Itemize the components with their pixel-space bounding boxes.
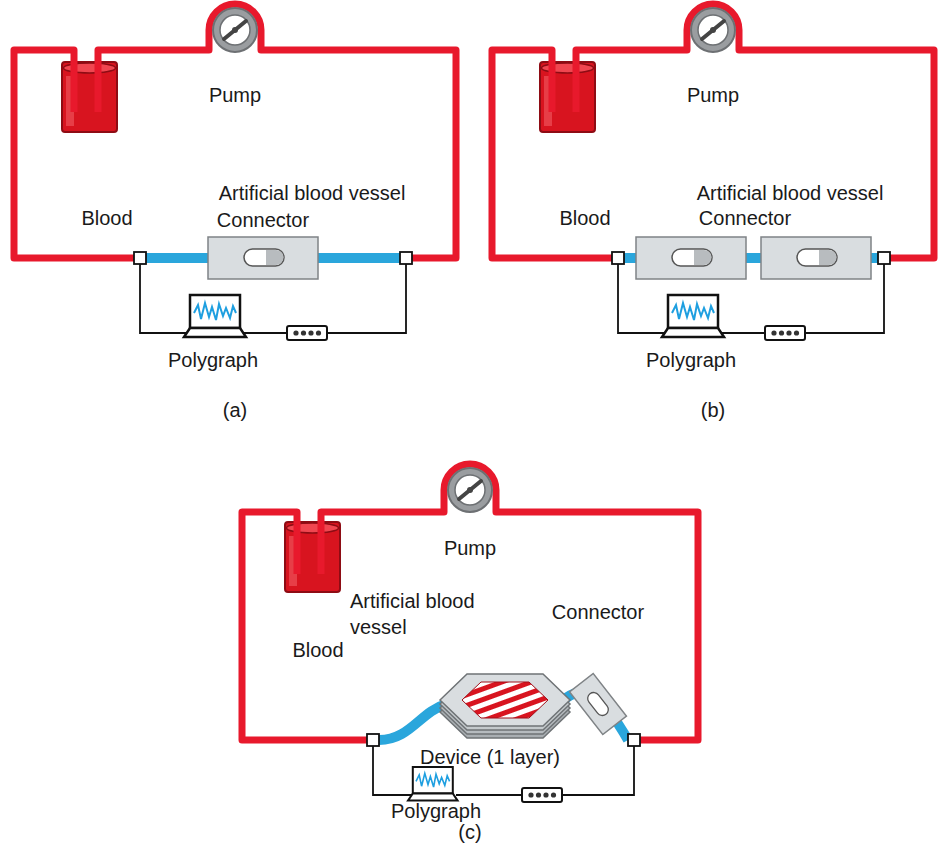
part-label: Blood <box>292 639 343 661</box>
part-label: Device (1 layer) <box>420 746 560 768</box>
part-label: Blood <box>559 207 610 229</box>
panel-label: (b) <box>701 399 725 421</box>
part-label: Polygraph <box>168 349 258 371</box>
panel-c <box>242 464 698 802</box>
part-label: Artificial blood vessel <box>350 588 475 640</box>
part-label: Polygraph <box>646 349 736 371</box>
part-label: Connector <box>699 207 791 229</box>
part-label: Blood <box>81 207 132 229</box>
part-label: Pump <box>444 537 496 559</box>
part-label: Polygraph <box>391 800 481 822</box>
panel-label: (a) <box>223 399 247 421</box>
part-label: Artificial blood vessel <box>697 182 884 204</box>
part-label: Pump <box>687 84 739 106</box>
part-label: Connector <box>217 209 309 231</box>
part-label: Artificial blood vessel <box>219 182 406 204</box>
panel-a <box>14 4 456 340</box>
panel-label: (c) <box>458 821 481 843</box>
panel-b <box>492 4 934 340</box>
part-label: Connector <box>552 601 644 623</box>
part-label: Pump <box>209 84 261 106</box>
device-stack <box>440 674 570 738</box>
